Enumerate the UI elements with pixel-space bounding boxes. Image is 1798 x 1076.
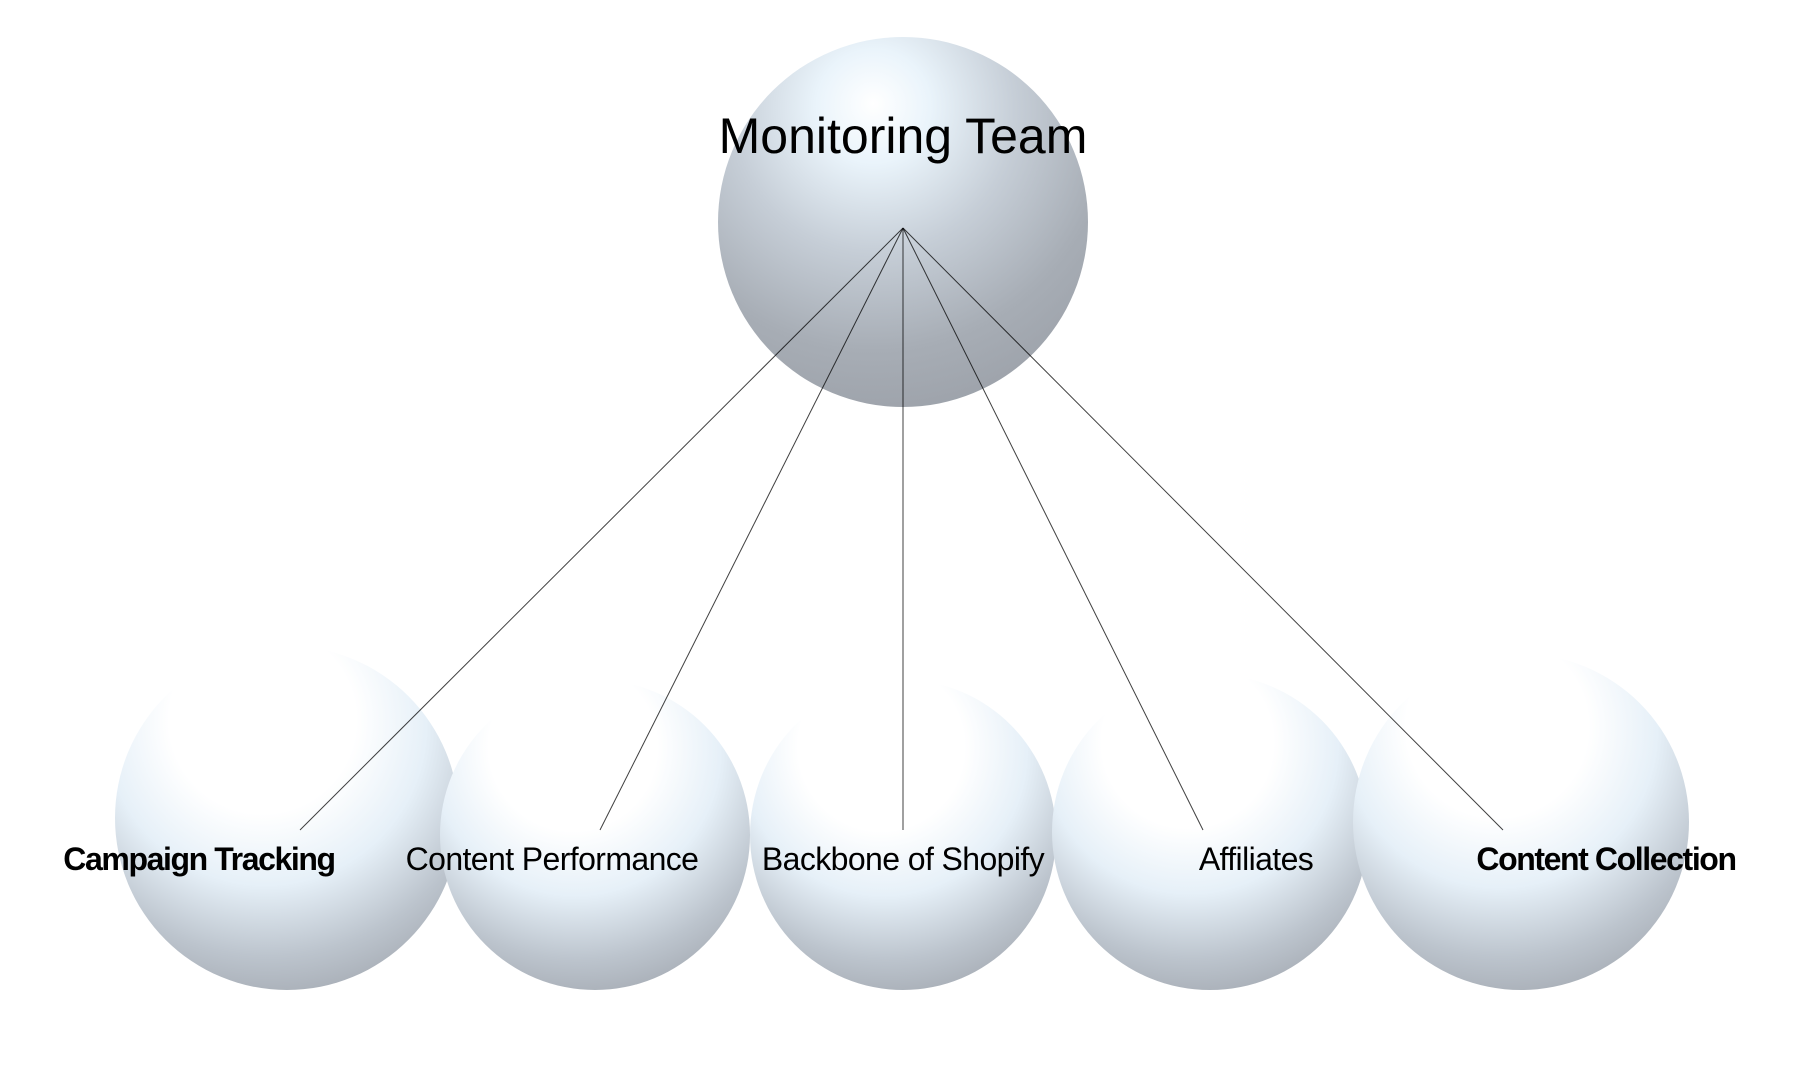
connector-line <box>902 227 1204 831</box>
child-node-label: Backbone of Shopify <box>762 841 1045 877</box>
child-node-sphere <box>115 646 459 990</box>
child-node-sphere <box>1353 654 1689 990</box>
child-node-label: Affiliates <box>1199 841 1313 877</box>
labels-layer: Monitoring Team Campaign Tracking Conten… <box>63 108 1737 877</box>
child-node-sphere <box>750 680 1056 990</box>
child-node-label: Content Collection <box>1476 841 1735 877</box>
child-node-sphere <box>1052 674 1368 990</box>
connector-line <box>599 227 904 831</box>
child-node-label: Campaign Tracking <box>63 841 334 877</box>
root-node-sphere <box>718 37 1088 407</box>
child-node-sphere <box>440 680 750 990</box>
connector-line <box>902 227 1504 831</box>
root-node-label: Monitoring Team <box>719 108 1088 164</box>
connectors-layer <box>299 227 1504 831</box>
child-node-label: Content Performance <box>406 841 699 877</box>
spheres-layer <box>115 37 1689 990</box>
connector-line <box>299 227 904 831</box>
